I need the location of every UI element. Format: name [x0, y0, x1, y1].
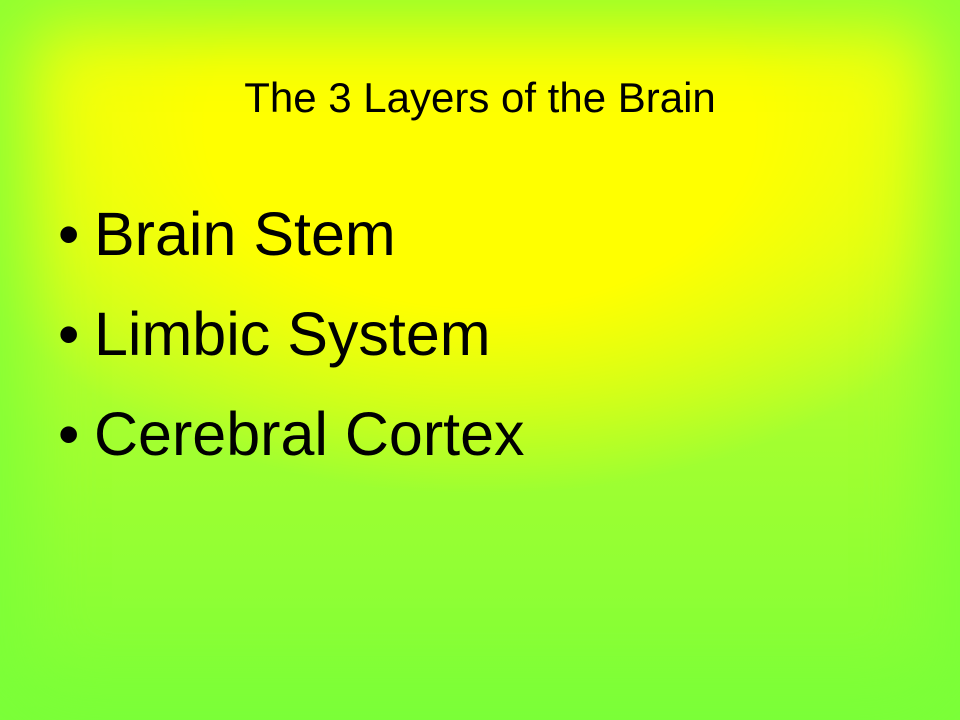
bullet-icon: •	[58, 399, 80, 468]
bullet-label: Cerebral Cortex	[94, 400, 525, 468]
bullet-icon: •	[58, 299, 80, 368]
bullet-icon: •	[58, 199, 80, 268]
slide-title: The 3 Layers of the Brain	[244, 74, 716, 121]
bullet-item-limbic-system: • Limbic System	[58, 284, 525, 384]
bullet-label: Brain Stem	[94, 200, 396, 268]
bullet-label: Limbic System	[94, 300, 491, 368]
bullet-item-brain-stem: • Brain Stem	[58, 184, 525, 284]
bullet-item-cerebral-cortex: • Cerebral Cortex	[58, 384, 525, 484]
bullet-list: • Brain Stem • Limbic System • Cerebral …	[58, 184, 525, 484]
